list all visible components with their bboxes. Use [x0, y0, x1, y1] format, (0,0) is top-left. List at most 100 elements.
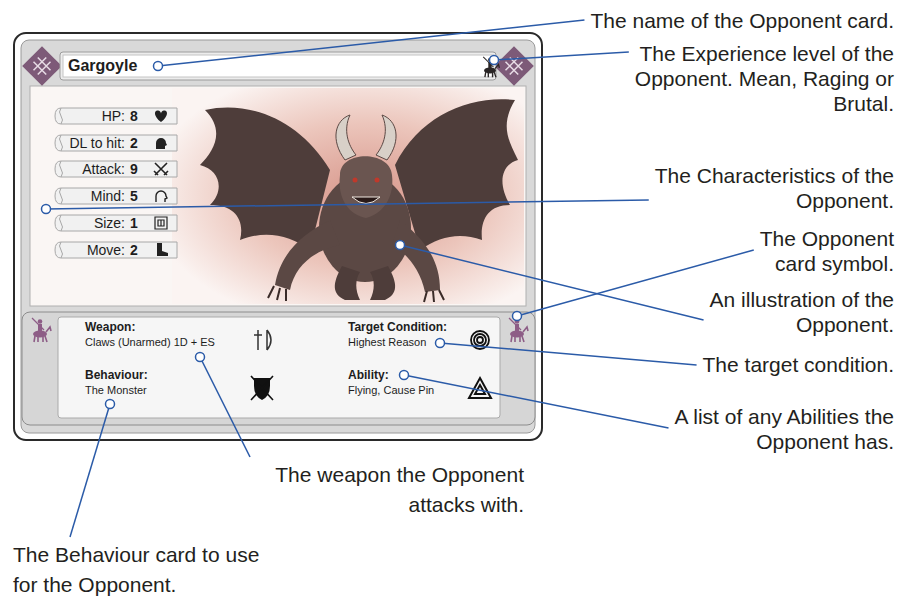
characteristic-name: HP:: [102, 107, 125, 125]
celtic-knot: [494, 46, 534, 86]
panel-frame: [22, 312, 535, 425]
knot-weave: [501, 53, 526, 78]
ribbon-curl: [60, 135, 63, 151]
ability-icon: [469, 378, 491, 398]
characteristic-ribbon: [55, 135, 177, 151]
rider-head: [515, 319, 520, 324]
gargoyle-eye: [375, 178, 380, 183]
boot-icon: [157, 243, 168, 256]
characteristic-value: 2: [130, 241, 138, 259]
callout-label: The target condition.: [614, 352, 894, 377]
characteristic-name: DL to hit:: [69, 134, 125, 152]
characteristic-row: Move: 2: [55, 241, 178, 259]
card-face: [30, 86, 526, 306]
panel-field: [58, 317, 500, 418]
field-value: The Monster: [85, 384, 147, 397]
gargoyle-wing: [395, 99, 518, 250]
field-value: Flying, Cause Pin: [348, 384, 434, 397]
characteristic-ribbon: [55, 215, 177, 231]
gargoyle-head: [340, 156, 393, 218]
gargoyle-horn: [336, 115, 356, 160]
characteristic-ribbon: [55, 188, 177, 204]
gargoyle-arm: [275, 220, 340, 290]
gargoyle-leg: [335, 266, 360, 300]
target-ring: [471, 331, 489, 349]
illustration-wash: [172, 88, 524, 304]
gargoyle-wing: [200, 108, 330, 251]
gargoyle-illustration: [200, 99, 518, 302]
characteristic-value: 9: [130, 160, 138, 178]
characteristic-ribbon: [55, 242, 177, 258]
target-ring: [474, 334, 486, 346]
field-value: Claws (Unarmed) 1D + ES: [85, 336, 215, 349]
field-heading: Target Condition:: [348, 320, 447, 334]
weapon-icon: [254, 330, 271, 350]
characteristic-value: 2: [130, 134, 138, 152]
field-heading: Behaviour:: [85, 368, 148, 382]
name-bar-field: [63, 55, 493, 77]
card-outline: [14, 33, 542, 440]
mind-icon: [156, 191, 167, 202]
rider-lance: [32, 318, 44, 330]
field-heading: Weapon:: [85, 320, 135, 334]
rider-symbol: [483, 57, 499, 77]
gargoyle-leg: [370, 266, 395, 300]
ribbon-curl: [60, 161, 63, 177]
characteristic-row: DL to hit: 2: [55, 134, 178, 152]
target-ring: [477, 337, 483, 343]
characteristic-name: Size:: [94, 214, 125, 232]
gargoyle-horn: [376, 115, 396, 160]
gargoyle-arm: [392, 220, 440, 292]
characteristic-value: 1: [130, 214, 138, 232]
gargoyle-eye: [353, 178, 358, 183]
characteristic-name: Attack:: [82, 160, 125, 178]
ribbon-curl: [60, 242, 63, 258]
rider-head: [38, 319, 43, 324]
head-icon: [156, 138, 167, 149]
rider-head: [488, 58, 492, 62]
field-heading: Ability:: [348, 368, 389, 382]
characteristic-value: 5: [130, 187, 138, 205]
ribbon-curl: [60, 108, 63, 124]
ribbon-curl: [60, 215, 63, 231]
rider-lance: [483, 57, 493, 67]
knot-square: [22, 46, 62, 86]
characteristic-row: Mind: 5: [55, 187, 178, 205]
knot-square: [494, 46, 534, 86]
gargoyle-mouth: [352, 197, 380, 204]
opponent-name: Gargoyle: [68, 57, 137, 75]
characteristic-name: Move:: [87, 241, 125, 259]
celtic-knot: [22, 46, 62, 86]
callout-label: The name of the Opponent card.: [554, 8, 894, 33]
callout-label: An illustration of the Opponent.: [649, 287, 894, 337]
leader-dot: [396, 241, 405, 250]
callout-label: The Behaviour card to use for the Oppone…: [13, 540, 288, 600]
callout-label: The Opponent card symbol.: [734, 226, 894, 276]
leader-line: [400, 245, 704, 320]
rider-lance: [509, 318, 521, 330]
crossed-swords-icon: [154, 163, 168, 175]
info-panel: Weapon: Claws (Unarmed) 1D + ES Target Con…: [22, 312, 535, 425]
callout-label: A list of any Abilities the Opponent has…: [659, 404, 894, 454]
characteristic-name: Mind:: [91, 187, 125, 205]
leader-line: [494, 52, 629, 60]
leader-dot: [42, 205, 51, 214]
characteristic-ribbon: [55, 161, 177, 177]
ribbon-curl: [60, 188, 63, 204]
rider-symbol: [32, 318, 51, 342]
characteristic-value: 8: [130, 107, 138, 125]
characteristic-row: Size: 1: [55, 214, 178, 232]
callout-label: The weapon the Opponent attacks with.: [224, 460, 524, 520]
characteristic-ribbon: [55, 108, 177, 124]
characteristic-row: HP: 8: [55, 107, 178, 125]
field-value: Highest Reason: [348, 336, 426, 349]
rider-symbol: [509, 318, 528, 342]
name-bar: Gargoyle: [60, 52, 496, 80]
name-bar-frame: [60, 52, 496, 80]
shield-swords: [251, 376, 273, 400]
target-icon: [471, 331, 489, 349]
callout-label: The Experience level of the Opponent. Me…: [632, 41, 894, 116]
callout-label: The Characteristics of the Opponent.: [654, 163, 894, 213]
size-icon: [155, 217, 167, 229]
